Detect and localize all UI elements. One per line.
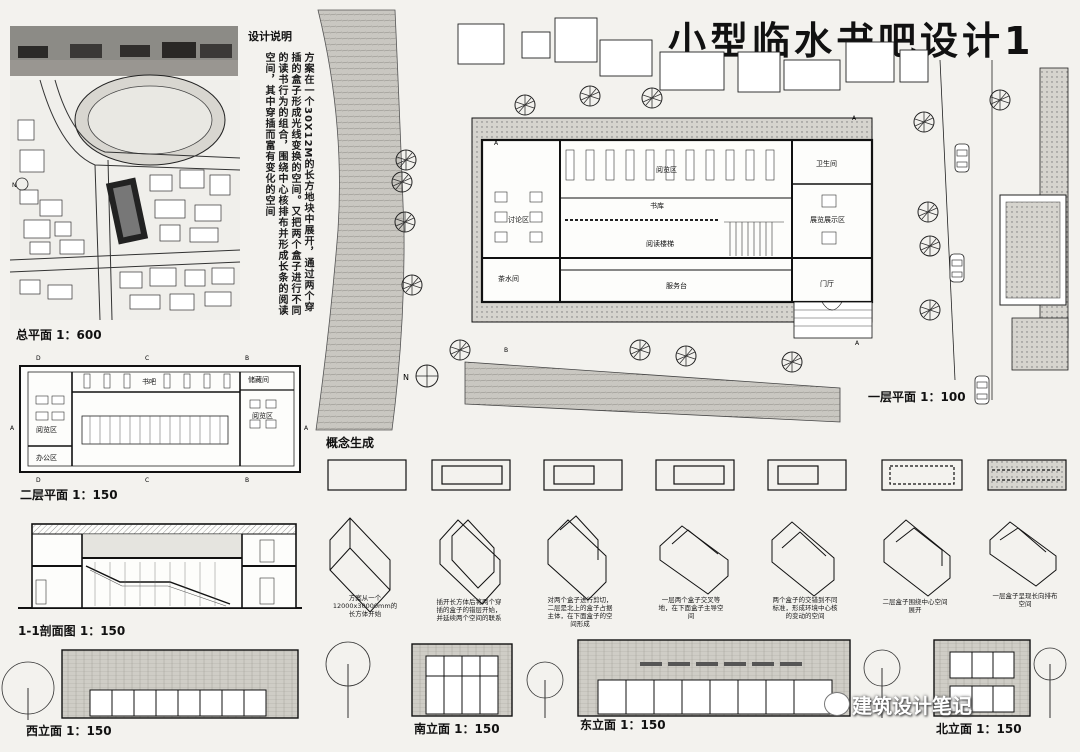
svg-text:A: A: [304, 425, 309, 432]
concept-plan-diagrams: [327, 459, 1067, 491]
room2-reading-b: 阅览区: [252, 412, 273, 420]
section-1-1: [18, 523, 302, 609]
second-floor-label: 二层平面 1：150: [20, 488, 118, 502]
svg-text:C: C: [145, 355, 149, 362]
design-notes-heading: 设计说明: [248, 30, 292, 43]
room-reading-stair: 阅读楼梯: [646, 240, 674, 248]
east-elevation-label: 东立面 1：150: [580, 718, 666, 732]
room-stacks: 书库: [650, 202, 664, 210]
concept-note-5: 两个盒子的交错到不同标准，形成环境中心核的变动的空间: [772, 596, 838, 620]
site-plan: N: [9, 74, 241, 321]
room-cashier: 服务台: [666, 282, 687, 290]
svg-text:N: N: [403, 373, 409, 382]
concept-note-1: 方案从一个12000x30000mm的长方体开始: [332, 594, 398, 618]
room2-reading-a: 阅览区: [36, 426, 57, 434]
svg-text:B: B: [245, 477, 249, 484]
context-buildings: [457, 17, 929, 93]
second-floor-plan: D C B A A D C B: [10, 355, 309, 484]
section-label: 1-1剖面图 1：150: [18, 624, 126, 638]
west-elevation: [1, 649, 299, 720]
concept-note-4: 一层两个盒子交叉等地，在下面盒子主导空间: [658, 596, 724, 620]
first-floor-plan: A A A B: [471, 115, 874, 354]
concept-note-3: 对两个盒子进行剪切，二层是北上的盒子占据主体，在下面盒子的空间形成: [547, 596, 613, 628]
concept-label: 概念生成: [326, 436, 375, 450]
room2-storage: 储藏间: [248, 376, 269, 384]
site-plan-label: 总平面 1：600: [16, 328, 102, 342]
room-toilet: 卫生间: [816, 160, 837, 168]
concept-note-6: 二层盒子围绕中心空间展开: [882, 598, 948, 614]
north-elevation: [933, 639, 1067, 718]
concept-note-7: 一层盒子呈现长向排布空间: [992, 592, 1058, 608]
svg-text:D: D: [36, 355, 41, 362]
concept-axon-diagrams: [329, 515, 1057, 613]
svg-text:N: N: [12, 182, 17, 189]
south-elevation-label: 南立面 1：150: [414, 722, 500, 736]
svg-text:B: B: [504, 347, 508, 354]
room-exhibit: 展览展示区: [810, 216, 845, 224]
room-reading: 阅览区: [656, 166, 677, 174]
waterfront-band: [464, 361, 841, 423]
svg-text:D: D: [36, 477, 41, 484]
room2-study: 书吧: [142, 378, 156, 386]
wechat-icon: [824, 692, 850, 716]
svg-text:A: A: [10, 425, 15, 432]
east-elevation: [577, 639, 901, 718]
room-lobby: 门厅: [820, 280, 834, 288]
svg-text:A: A: [494, 140, 499, 147]
svg-text:B: B: [245, 355, 249, 362]
north-elevation-label: 北立面 1：150: [936, 722, 1022, 736]
concept-note-2: 插开长方体后将两个穿插的盒子的错层开始，并延续两个空间的联系: [436, 598, 502, 622]
watermark-text: 建筑设计笔记: [852, 694, 972, 718]
room-discussion: 讨论区: [508, 216, 529, 224]
west-elevation-label: 西立面 1：150: [26, 724, 112, 738]
svg-text:C: C: [145, 477, 149, 484]
room-tea: 茶水间: [498, 275, 519, 283]
south-elevation: [325, 641, 564, 718]
room2-office: 办公区: [36, 454, 57, 462]
river: [315, 9, 405, 431]
design-notes-body: 方案在一个30X12M的长方地块中展开，通过两个穿插的盒子形成光线变换的空间。又…: [263, 52, 313, 316]
first-floor-label: 一层平面 1：100: [868, 390, 966, 404]
svg-text:A: A: [852, 115, 857, 122]
svg-text:A: A: [855, 340, 860, 347]
